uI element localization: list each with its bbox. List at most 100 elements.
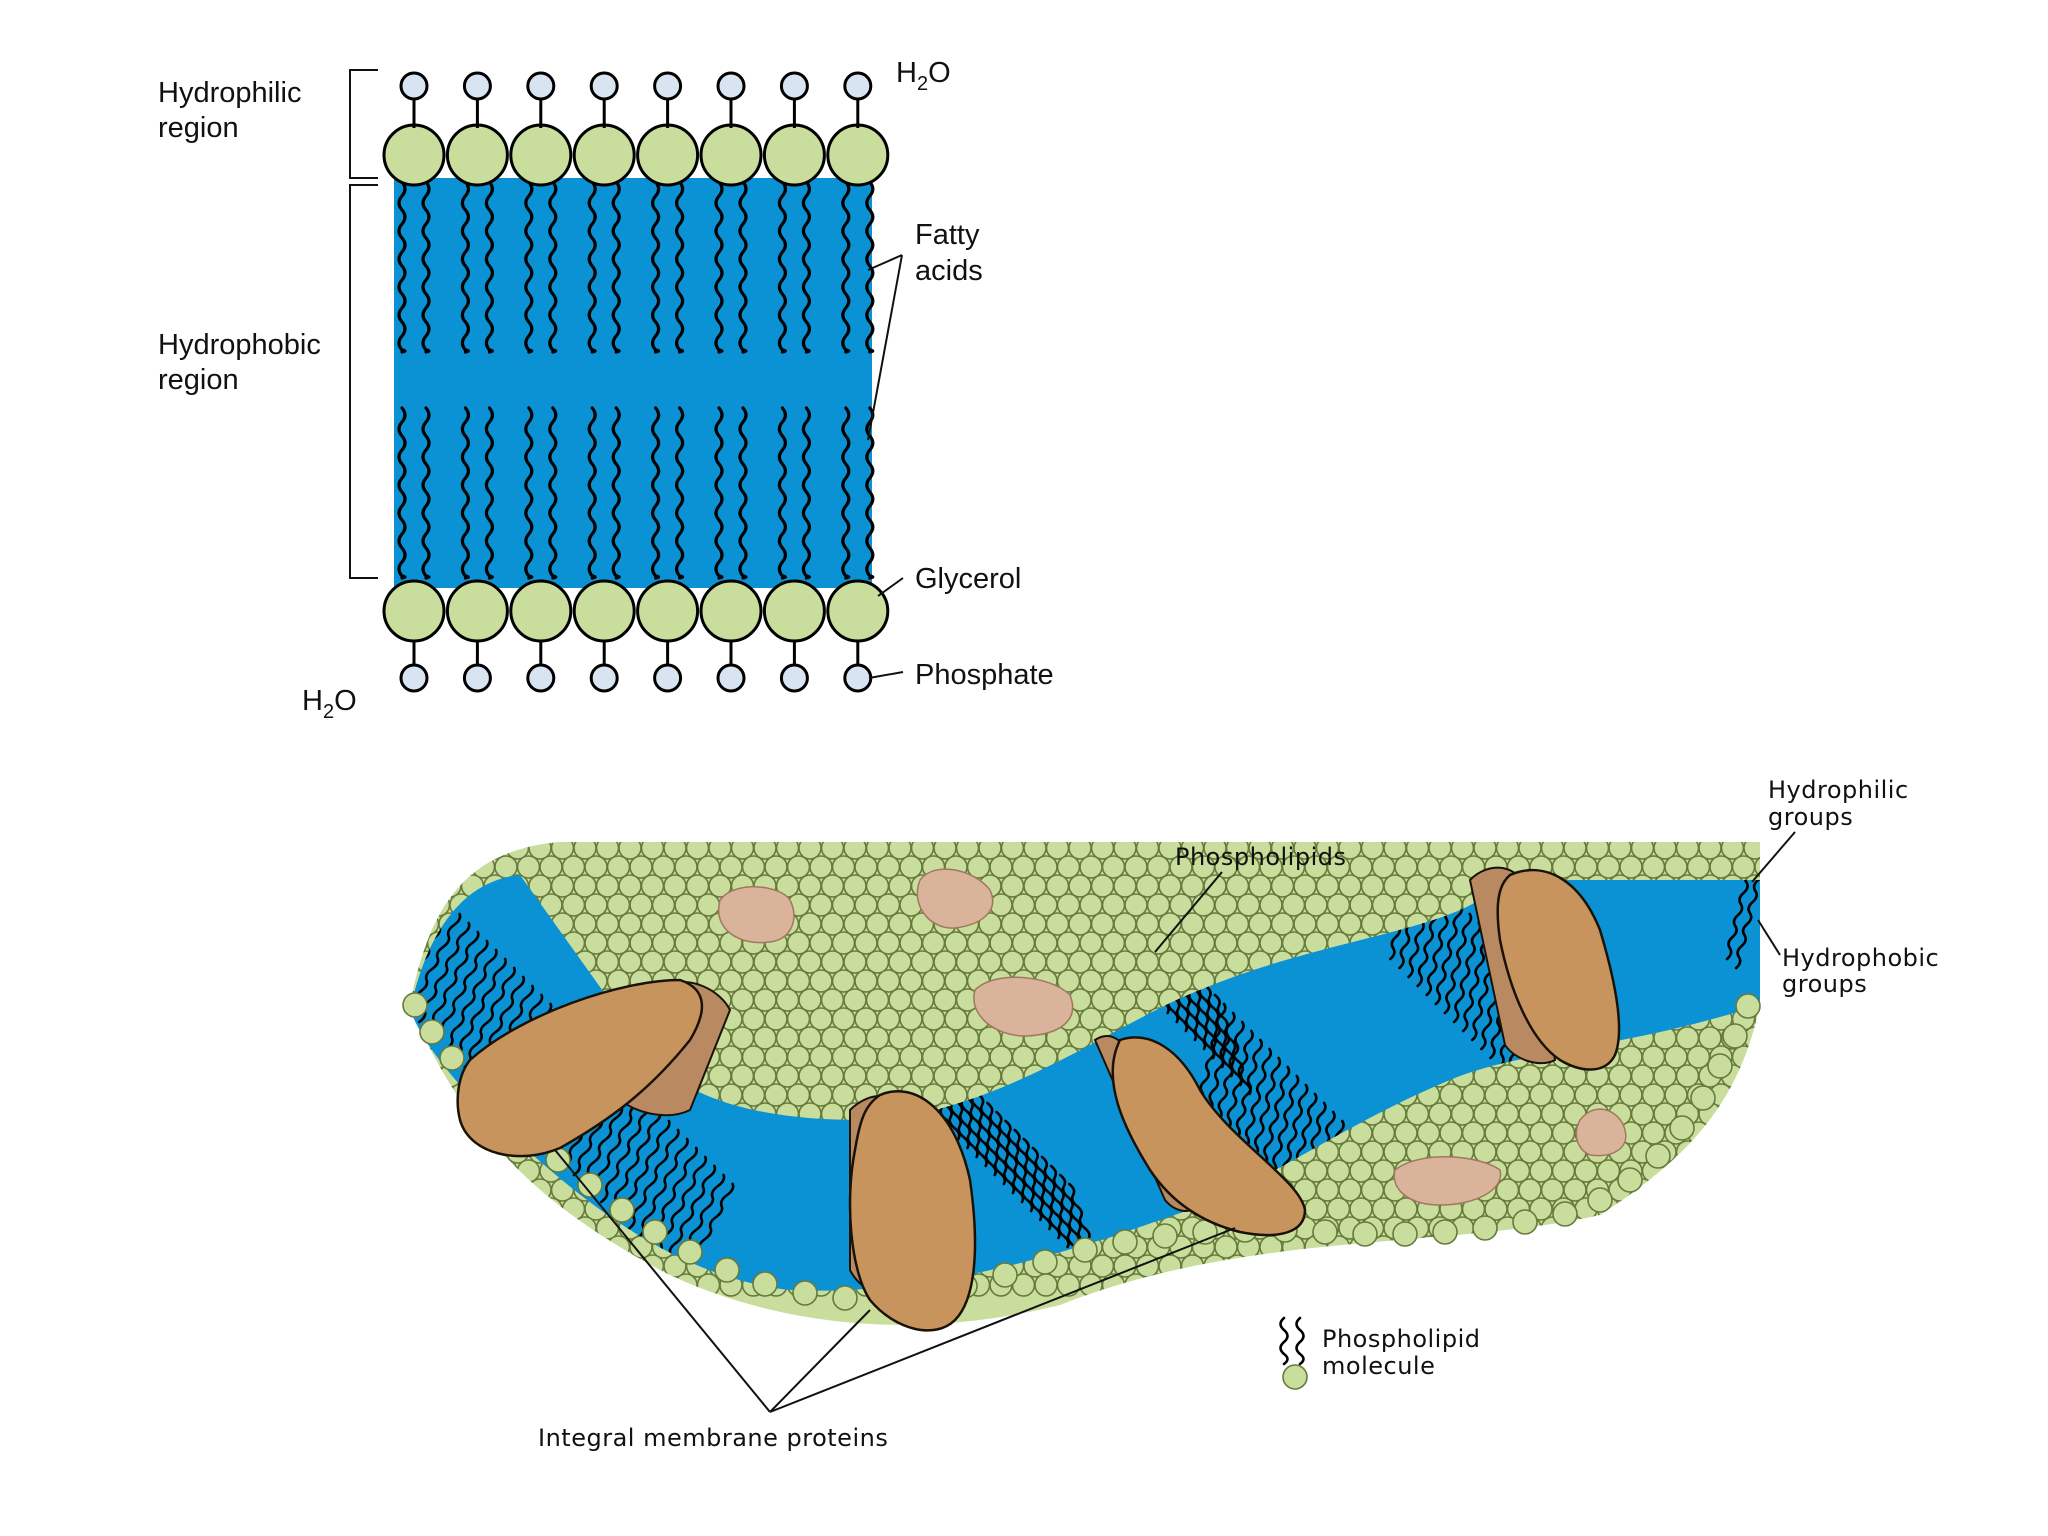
fatty-acid-tail bbox=[714, 406, 724, 580]
phospholipid-head bbox=[410, 1045, 428, 1069]
phospholipid-head bbox=[1778, 1046, 1800, 1068]
edge-phospholipid-head bbox=[1032, 1249, 1058, 1275]
phospholipid-head bbox=[1124, 1273, 1148, 1297]
legend-label-2: molecule bbox=[1322, 1352, 1435, 1380]
phospholipid-head bbox=[550, 1254, 575, 1278]
phospholipid-head bbox=[1608, 1254, 1632, 1278]
phospholipid-head bbox=[1146, 1273, 1171, 1297]
edge-phospholipid-head bbox=[1669, 1115, 1695, 1141]
phospholipid-head bbox=[415, 1140, 440, 1164]
phospholipid-head bbox=[410, 1273, 428, 1297]
edge-phospholipid-head bbox=[1312, 1219, 1338, 1245]
hydrophobic-tail bbox=[410, 876, 425, 979]
phosphate-group bbox=[779, 71, 809, 101]
phospholipid-head bbox=[1698, 1178, 1722, 1202]
hydrophobic-tail bbox=[1689, 1155, 1719, 1258]
phospholipid-head bbox=[460, 1254, 485, 1278]
phospholipid-head bbox=[494, 1197, 518, 1221]
phospholipid-head bbox=[1349, 1273, 1373, 1297]
glycerol-heads bbox=[382, 123, 890, 643]
phospholipid-head bbox=[674, 1273, 698, 1297]
hydrophobic-region-label: Hydrophobic bbox=[158, 329, 321, 361]
edge-phospholipid-head bbox=[1552, 1201, 1578, 1227]
hydrophilic-bracket bbox=[349, 69, 378, 179]
phospholipid-head bbox=[505, 1254, 530, 1278]
phospholipid-head bbox=[1675, 1178, 1700, 1202]
phospholipid-head bbox=[410, 893, 428, 917]
phospholipid-head bbox=[1225, 1254, 1250, 1278]
phospholipid-head bbox=[1214, 1273, 1238, 1297]
phospholipid-head bbox=[1405, 1254, 1430, 1278]
fatty-acid-tail bbox=[460, 180, 470, 354]
phospholipid-head bbox=[528, 1254, 552, 1278]
phospholipid-head bbox=[618, 1254, 642, 1278]
phosphate-label: Phosphate bbox=[915, 659, 1054, 691]
phospholipid-head bbox=[629, 1273, 653, 1297]
fatty-acid-tail bbox=[548, 406, 558, 580]
phospholipid-head bbox=[1529, 1235, 1553, 1259]
phospholipid-head bbox=[1428, 1254, 1452, 1278]
glycerol-head bbox=[826, 123, 890, 187]
edge-phospholipid-head bbox=[1587, 1187, 1613, 1213]
glycerol-head bbox=[445, 579, 509, 643]
hydrophobic-tail bbox=[1698, 1164, 1728, 1267]
phospholipid-head bbox=[1778, 1160, 1800, 1182]
phospholipid-head bbox=[460, 842, 485, 860]
phospholipid-head bbox=[1596, 1273, 1621, 1297]
phospholipid-head bbox=[573, 1216, 597, 1240]
phospholipid-head bbox=[1551, 1235, 1576, 1259]
fatty-acid-tail bbox=[421, 180, 431, 354]
fatty-acid-tail bbox=[865, 180, 875, 354]
phospholipid-head bbox=[426, 1197, 451, 1221]
legend-head bbox=[1282, 1364, 1308, 1390]
phospholipid-head bbox=[1506, 1235, 1531, 1259]
edge-phospholipid-head bbox=[677, 1239, 703, 1265]
phospholipid-head bbox=[550, 1216, 575, 1240]
edge-phospholipid-head bbox=[402, 992, 428, 1018]
water-top-label: H2O bbox=[896, 57, 951, 95]
phospholipid-head bbox=[1259, 1273, 1283, 1297]
phospholipid-head bbox=[1754, 1235, 1760, 1259]
hydrophobic-tail bbox=[356, 860, 406, 959]
phospholipid-head bbox=[1731, 1273, 1756, 1297]
phospholipid-head bbox=[410, 1159, 428, 1183]
phospholipid-head bbox=[1720, 1216, 1745, 1240]
phospholipid-head bbox=[1767, 837, 1789, 859]
edge-phospholipid-head bbox=[1392, 1221, 1418, 1247]
phosphate-group bbox=[462, 663, 492, 693]
phospholipid-head bbox=[1709, 1273, 1733, 1297]
phospholipid-head bbox=[449, 1197, 473, 1221]
hydrophobic-tail bbox=[410, 875, 416, 970]
glycerol-head bbox=[636, 123, 700, 187]
hydrophobic-tail bbox=[1707, 1173, 1737, 1276]
phospholipid-head bbox=[1720, 1254, 1745, 1278]
phosphate-group bbox=[526, 71, 556, 101]
phospholipid-head bbox=[1630, 1216, 1655, 1240]
phospholipid-head bbox=[1495, 1254, 1520, 1278]
phospholipid-head bbox=[483, 1216, 507, 1240]
glycerol-head bbox=[636, 579, 700, 643]
phospholipid-head bbox=[1416, 1273, 1441, 1297]
phospholipid-head bbox=[438, 1178, 462, 1202]
fatty-acid-tail bbox=[777, 406, 787, 580]
integral-membrane-proteins-label: Integral membrane proteins bbox=[538, 1424, 888, 1452]
phospholipid-head bbox=[1743, 1064, 1760, 1088]
glycerol-head bbox=[382, 123, 446, 187]
phospholipid-head bbox=[1529, 1273, 1553, 1297]
fatty-acid-tail bbox=[460, 406, 470, 580]
edge-phospholipid-head bbox=[992, 1262, 1018, 1288]
fatty-acids-leader bbox=[867, 254, 903, 441]
phospholipid-head bbox=[573, 1254, 597, 1278]
phospholipid-head bbox=[494, 1159, 518, 1183]
phospholipid-head bbox=[471, 1197, 496, 1221]
glycerol-head bbox=[509, 579, 573, 643]
glycerol-leader bbox=[877, 577, 904, 597]
phospholipid-head bbox=[528, 1178, 552, 1202]
phospholipid-head bbox=[1371, 1273, 1396, 1297]
phospholipid-head bbox=[1439, 1273, 1463, 1297]
phospholipid-head bbox=[1641, 1235, 1666, 1259]
phospholipid-head bbox=[505, 1178, 530, 1202]
hydrophilic-groups-label-2: groups bbox=[1768, 803, 1853, 831]
edge-phospholipid-head bbox=[1512, 1209, 1538, 1235]
